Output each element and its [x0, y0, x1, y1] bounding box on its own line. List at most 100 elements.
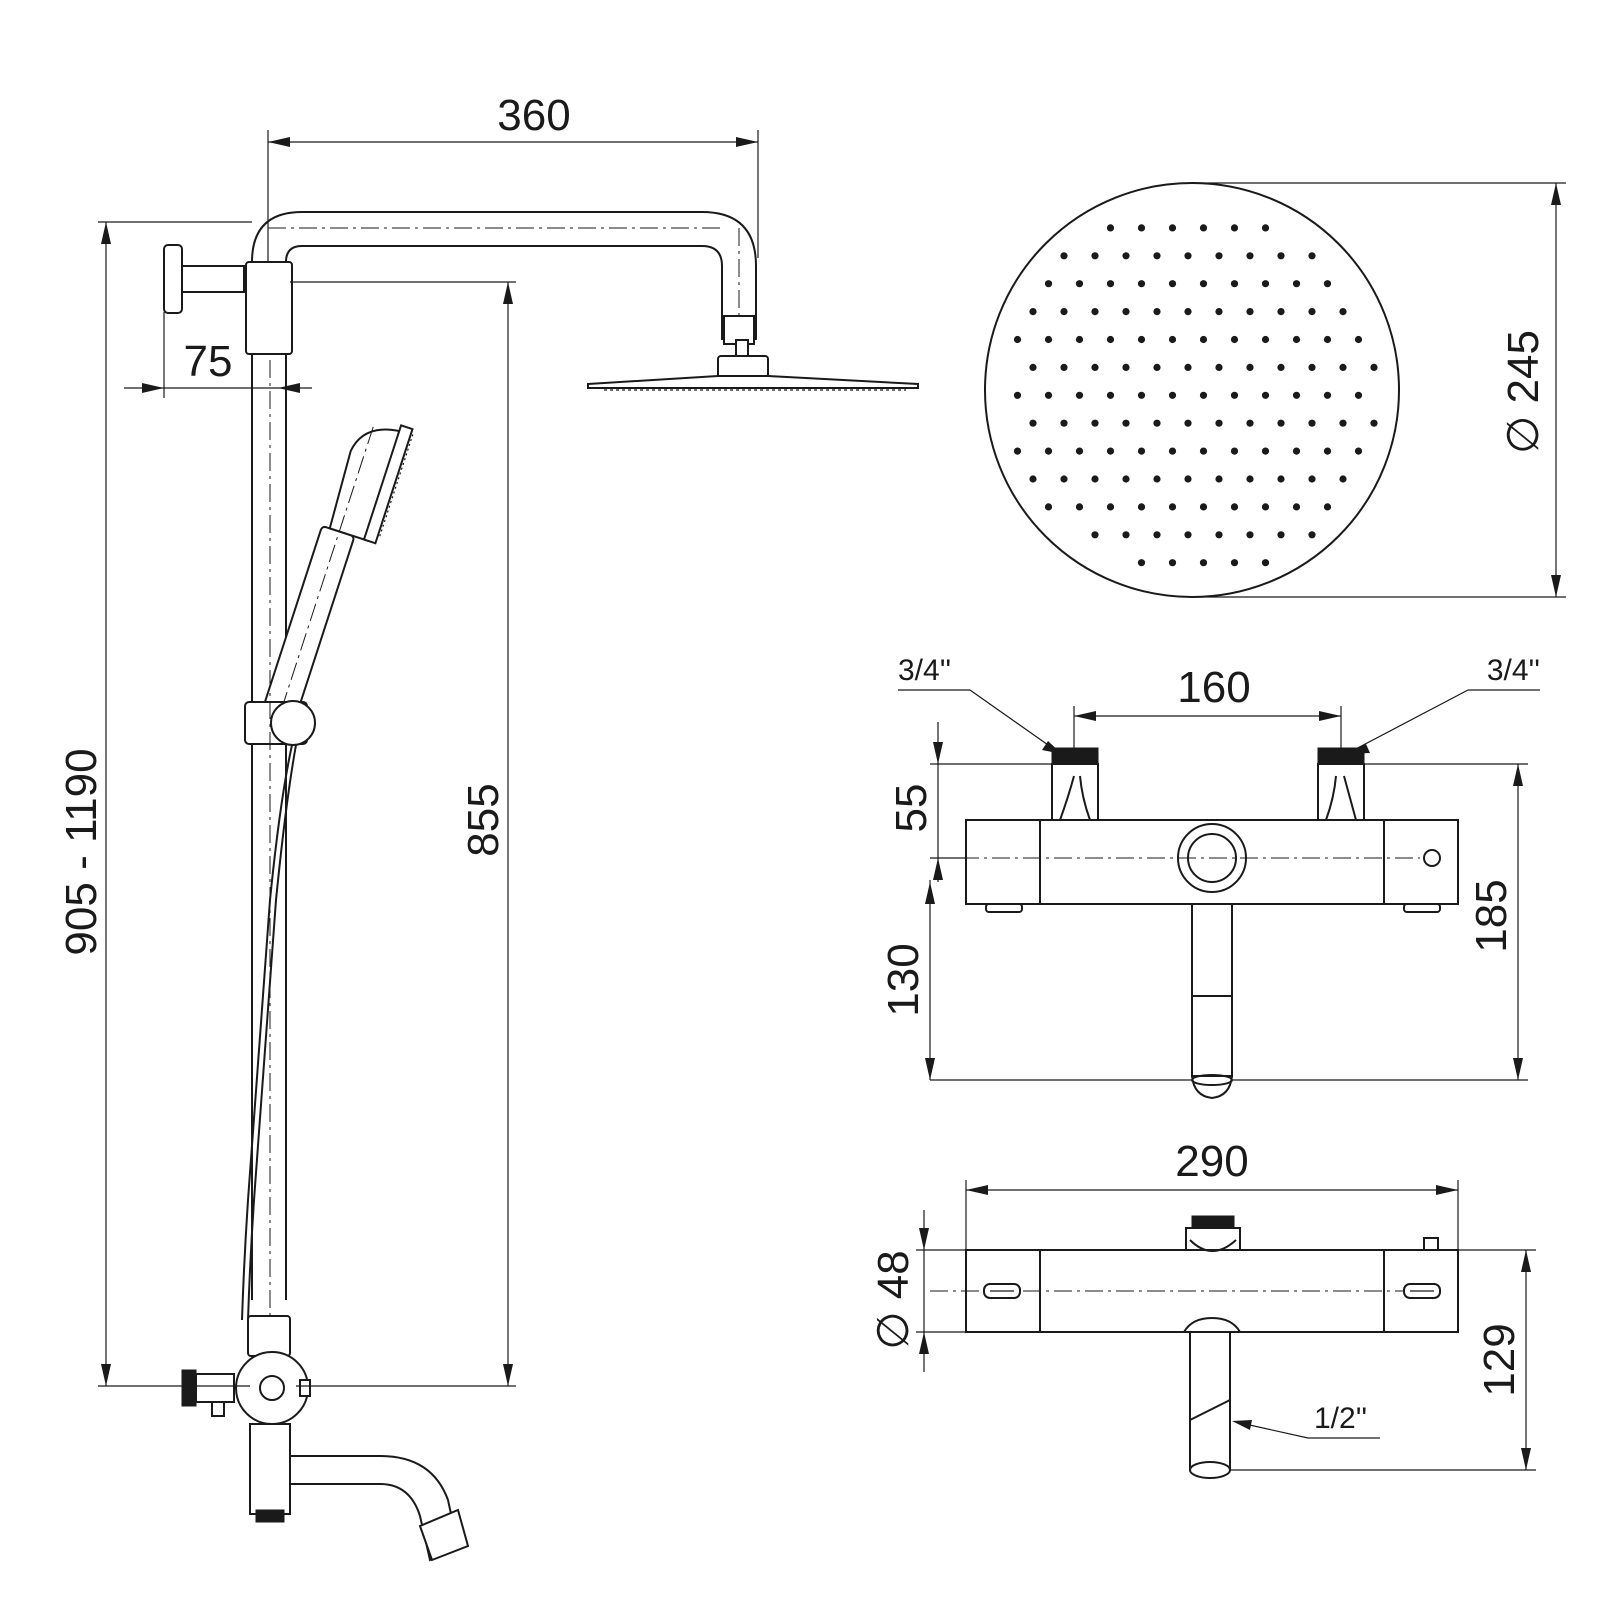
nozzle-dot: [1261, 335, 1270, 344]
nozzle-dot: [1339, 475, 1347, 483]
nozzle-dot: [1168, 335, 1177, 344]
nozzle-dot: [1199, 503, 1208, 511]
nozzle-dot: [1122, 531, 1130, 539]
nozzle-dot: [1044, 335, 1053, 344]
nozzle-dot: [1075, 447, 1084, 455]
label-spout-drop: 130: [879, 943, 928, 1016]
nozzle-dot: [1339, 308, 1347, 316]
nozzle-dot: [1168, 559, 1177, 567]
nozzle-dot: [1091, 531, 1099, 539]
nozzle-dot: [1215, 252, 1223, 260]
nozzle-dot: [1168, 503, 1177, 511]
nozzle-dot: [1029, 363, 1037, 371]
callout-inlet-left: 3/4'': [898, 654, 1062, 754]
dim-48: ∅ 48: [869, 1210, 966, 1372]
nozzle-dot: [1137, 559, 1146, 567]
mixer-top-view: [930, 1215, 1459, 1479]
nozzle-dot: [1230, 224, 1239, 232]
nozzle-dot: [1122, 308, 1130, 316]
nozzle-dot: [1122, 252, 1130, 260]
label-riser-height: 855: [459, 783, 508, 856]
dim-129: 129: [1230, 1249, 1536, 1471]
label-total-height: 905 - 1190: [57, 748, 106, 955]
nozzle-dot: [1153, 531, 1161, 539]
nozzle-dot: [1137, 391, 1146, 399]
shower-head-plan-view: [984, 182, 1400, 598]
nozzle-dot: [1013, 447, 1022, 455]
nozzle-dot: [1029, 419, 1037, 427]
nozzle-dot: [1029, 308, 1037, 316]
nozzle-dot: [1246, 475, 1254, 483]
nozzle-dot: [1292, 503, 1301, 511]
nozzle-dot: [1199, 335, 1208, 344]
nozzle-dot: [1230, 503, 1239, 511]
nozzle-dot: [1091, 308, 1099, 316]
nozzle-dot: [1153, 419, 1161, 427]
nozzle-dot: [1044, 447, 1053, 455]
nozzle-dot: [1308, 308, 1316, 316]
nozzle-dot: [1153, 308, 1161, 316]
nozzle-dot: [1060, 475, 1068, 483]
label-overall-depth: 185: [1467, 879, 1516, 952]
nozzle-dot: [1184, 363, 1192, 371]
nozzle-dot: [1106, 391, 1115, 399]
nozzle-dot: [1354, 391, 1363, 399]
nozzle-dot: [1292, 335, 1301, 344]
nozzle-dot: [1184, 419, 1192, 427]
nozzle-dot: [1277, 308, 1285, 316]
nozzle-dot: [1184, 531, 1192, 539]
nozzle-dot: [1091, 363, 1099, 371]
nozzle-dot: [1106, 224, 1115, 232]
dim-245: ∅ 245: [1192, 182, 1566, 598]
dim-855: 855: [290, 281, 516, 1387]
nozzle-dot: [1091, 475, 1099, 483]
nozzle-dot: [1323, 280, 1332, 288]
nozzle-dot: [1246, 419, 1254, 427]
nozzle-dot: [1122, 419, 1130, 427]
nozzle-dot: [1246, 308, 1254, 316]
nozzle-dot: [1308, 252, 1316, 260]
dim-290: 290: [965, 1137, 1459, 1250]
nozzle-dot: [1308, 475, 1316, 483]
nozzle-dot: [1199, 280, 1208, 288]
label-thread-inlet-left: 3/4'': [898, 654, 951, 687]
nozzle-dot: [1122, 363, 1130, 371]
nozzle-dot: [1370, 363, 1378, 371]
mixer-front-view: [930, 747, 1459, 1100]
nozzle-dot: [1106, 280, 1115, 288]
dim-185: 185: [1232, 763, 1528, 1081]
nozzle-dot: [1261, 391, 1270, 399]
nozzle-dot: [1199, 224, 1208, 232]
nozzle-dot: [1091, 252, 1099, 260]
nozzle-dot: [1168, 391, 1177, 399]
label-inlet-spacing: 160: [1177, 663, 1250, 712]
nozzle-dot: [1354, 335, 1363, 344]
nozzle-dot: [1013, 391, 1022, 399]
nozzle-dot: [1230, 559, 1239, 567]
nozzle-dot: [1246, 252, 1254, 260]
nozzle-dot: [1075, 503, 1084, 511]
nozzle-dot: [1292, 280, 1301, 288]
nozzle-dot: [1060, 308, 1068, 316]
nozzle-dot: [1168, 224, 1177, 232]
nozzle-dot: [1277, 531, 1285, 539]
label-body-diameter: ∅ 48: [869, 1250, 918, 1350]
dim-905-1190: 905 - 1190: [57, 221, 252, 1387]
nozzle-dot: [1230, 335, 1239, 344]
nozzle-dot: [1091, 419, 1099, 427]
nozzle-dot: [1060, 252, 1068, 260]
nozzle-dot: [1246, 531, 1254, 539]
nozzle-dot: [1261, 447, 1270, 455]
nozzle-dot: [1106, 335, 1115, 344]
dim-160: 160: [1073, 663, 1342, 764]
nozzle-dot: [1261, 224, 1270, 232]
nozzle-dot: [1277, 475, 1285, 483]
nozzle-dot: [1354, 447, 1363, 455]
nozzle-dot: [1199, 559, 1208, 567]
nozzle-dot: [1215, 363, 1223, 371]
nozzle-dot: [1106, 447, 1115, 455]
nozzle-dot: [1230, 280, 1239, 288]
label-thread-outlet: 1/2'': [1314, 1402, 1367, 1435]
nozzle-dot: [1044, 503, 1053, 511]
nozzle-dot: [1246, 363, 1254, 371]
